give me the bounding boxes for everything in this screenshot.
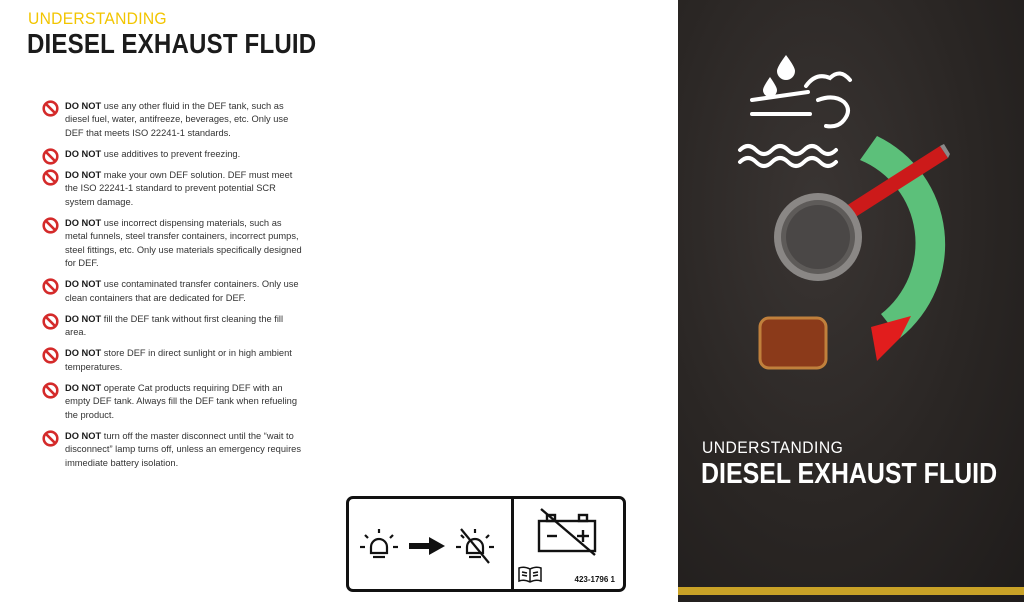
prohibited-icon <box>42 169 59 186</box>
lamp-off-icon <box>456 528 494 564</box>
decal-divider <box>511 499 514 589</box>
rule-item: DO NOT fill the DEF tank without first c… <box>42 313 304 340</box>
rule-lead: DO NOT <box>65 170 102 181</box>
lamp-on-icon <box>360 529 398 559</box>
rules-list: DO NOT use any other fluid in the DEF ta… <box>42 100 304 470</box>
prohibited-icon <box>42 313 59 330</box>
part-number: 423-1796 1 <box>574 575 615 584</box>
rule-item: DO NOT make your own DEF solution. DEF m… <box>42 169 304 209</box>
rule-text: operate Cat products requiring DEF with … <box>65 383 298 420</box>
rule-text: fill the DEF tank without first cleaning… <box>65 313 284 338</box>
cover-panel: UNDERSTANDING DIESEL EXHAUST FLUID <box>678 0 1024 602</box>
rule-text: use incorrect dispensing materials, such… <box>65 218 302 268</box>
rule-lead: DO NOT <box>65 348 102 359</box>
warning-lamp <box>758 316 828 370</box>
prohibited-icon <box>42 278 59 295</box>
rule-text: use contaminated transfer containers. On… <box>65 279 299 303</box>
gauge-hub <box>774 193 862 281</box>
prohibited-icon <box>42 430 59 447</box>
prohibited-icon <box>42 148 59 165</box>
rule-item: DO NOT store DEF in direct sunlight or i… <box>42 347 304 374</box>
def-gauge <box>738 55 950 370</box>
document-page: UNDERSTANDING DIESEL EXHAUST FLUID DO NO… <box>27 9 626 592</box>
gauge-needle <box>846 144 950 218</box>
rule-item: DO NOT use incorrect dispensing material… <box>42 217 304 270</box>
rule-lead: DO NOT <box>65 313 102 324</box>
cover-kicker: UNDERSTANDING <box>702 438 844 457</box>
rule-text: turn off the master disconnect until the… <box>65 430 301 468</box>
prohibited-icon <box>42 100 59 117</box>
title-kicker: UNDERSTANDING <box>28 9 167 28</box>
rule-item: DO NOT use contaminated transfer contain… <box>42 278 304 305</box>
rule-lead: DO NOT <box>65 101 102 111</box>
prohibited-icon <box>42 382 59 399</box>
disconnect-decal: 423-1796 1 <box>346 496 626 592</box>
rule-lead: DO NOT <box>65 383 102 394</box>
rule-item: DO NOT use additives to prevent freezing… <box>42 148 304 165</box>
gauge-red-band <box>871 316 911 361</box>
gold-accent-bar <box>678 587 1024 595</box>
page-title: DIESEL EXHAUST FLUID <box>27 28 317 59</box>
rule-lead: DO NOT <box>65 430 102 441</box>
rule-text: use any other fluid in the DEF tank, suc… <box>65 101 289 138</box>
rule-item: DO NOT use any other fluid in the DEF ta… <box>42 100 304 140</box>
def-fluid-icon <box>738 55 852 168</box>
manual-book-icon <box>518 566 542 583</box>
prohibited-icon <box>42 217 59 234</box>
cover-title: DIESEL EXHAUST FLUID <box>701 458 998 490</box>
rule-item: DO NOT turn off the master disconnect un… <box>42 430 304 470</box>
prohibited-icon <box>42 347 59 365</box>
rule-text: store DEF in direct sunlight or in high … <box>65 348 292 372</box>
gauge-green-band <box>860 136 946 338</box>
rule-item: DO NOT operate Cat products requiring DE… <box>42 382 304 422</box>
battery-disconnect-icon <box>537 508 597 556</box>
rule-text: make your own DEF solution. DEF must mee… <box>65 170 293 207</box>
rule-lead: DO NOT <box>65 279 102 290</box>
rule-lead: DO NOT <box>65 218 102 229</box>
rule-text: use additives to prevent freezing. <box>103 148 241 159</box>
arrow-icon <box>409 537 445 555</box>
rule-lead: DO NOT <box>65 148 102 159</box>
